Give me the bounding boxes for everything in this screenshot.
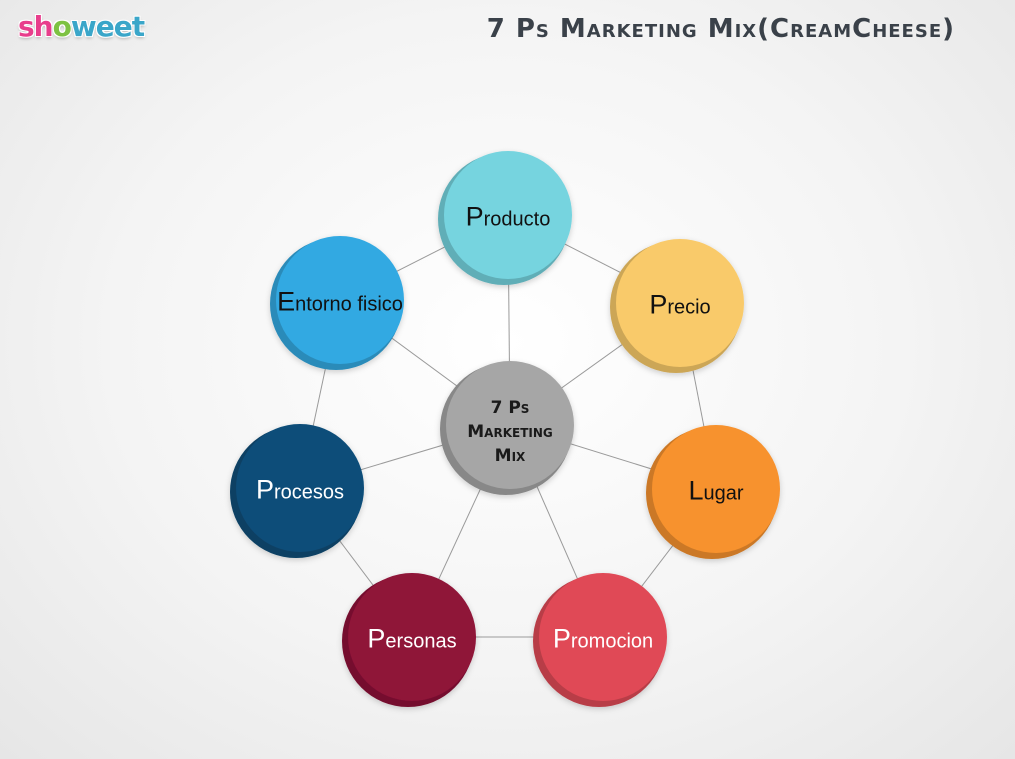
showeet-logo: showeet	[18, 8, 145, 44]
node-label-initial: P	[255, 474, 274, 505]
node-circle	[438, 151, 572, 285]
center-line-1: 7 Ps	[490, 398, 530, 418]
node-label-rest: romocion	[570, 630, 654, 653]
node-label-initial: P	[552, 623, 571, 654]
node-circle	[342, 573, 476, 707]
node-label-rest: ugar	[703, 482, 744, 505]
node-label-initial: P	[367, 623, 386, 654]
node-label: Promocion	[553, 624, 653, 655]
node-circle	[610, 239, 744, 373]
node-label-rest: rocesos	[273, 481, 345, 504]
node-label-rest: roducto	[483, 208, 551, 231]
node-circles	[230, 151, 780, 707]
node-label: Personas	[367, 624, 456, 655]
node-label: Producto	[466, 202, 551, 233]
center-circle	[440, 361, 574, 495]
node-label-initial: P	[465, 201, 484, 232]
center-line-3: Mix	[494, 446, 526, 466]
node-label-initial: E	[277, 286, 296, 317]
node-circle	[533, 573, 667, 707]
node-label: Entorno fisico	[277, 287, 403, 318]
node-label: Procesos	[256, 475, 344, 506]
node-label: Precio	[649, 290, 710, 321]
node-label-rest: recio	[667, 296, 711, 319]
node-circle	[646, 425, 780, 559]
page-title: 7 Ps Marketing Mix(CreamCheese)	[486, 14, 955, 44]
node-label-initial: P	[649, 289, 668, 320]
center-label: 7 Ps Marketing Mix	[467, 396, 552, 468]
logo-text: showeet	[18, 9, 145, 43]
node-label: Lugar	[688, 476, 743, 507]
node-label-rest: ersonas	[385, 630, 457, 653]
node-circle	[230, 424, 364, 558]
center-line-2: Marketing	[467, 422, 553, 442]
node-circle	[270, 236, 404, 370]
node-label-initial: L	[688, 475, 704, 506]
node-label-rest: ntorno fisico	[295, 293, 403, 316]
